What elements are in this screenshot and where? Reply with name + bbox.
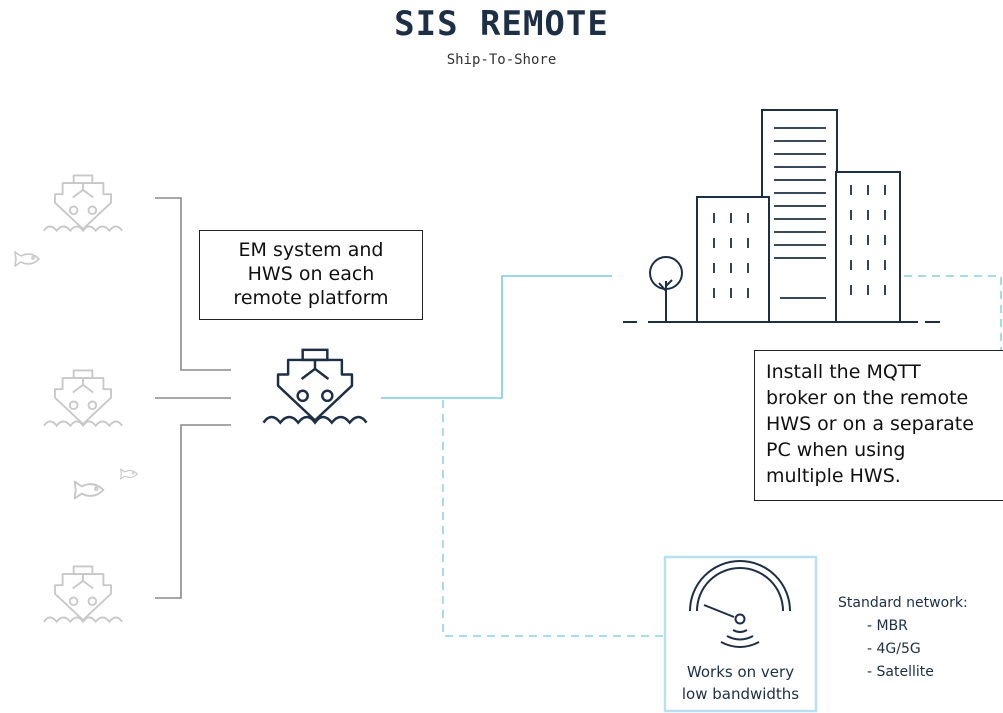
ship-to-shore-link <box>381 275 612 399</box>
bandwidth-panel <box>663 555 818 713</box>
remote-ship-icon <box>42 369 124 427</box>
bandwidth-gauge-icon <box>689 560 791 625</box>
network-dashed-links <box>442 275 1002 637</box>
mqtt-note-line: multiple HWS. <box>766 465 901 487</box>
signal-waves-icon <box>720 629 760 648</box>
em-system-note: EM system and HWS on each remote platfor… <box>199 230 423 320</box>
bandwidth-label-line: low bandwidths <box>681 685 800 703</box>
page-subtitle: Ship-To-Shore <box>446 52 557 68</box>
connector-lines <box>155 197 231 599</box>
mqtt-note-line: Install the MQTT <box>766 361 921 383</box>
remote-ship-icon <box>42 565 124 623</box>
em-note-line: remote platform <box>233 287 389 309</box>
bandwidth-label: Works on very low bandwidths <box>665 661 816 705</box>
fish-icon <box>14 251 40 267</box>
em-note-line: HWS on each <box>247 263 375 285</box>
office-buildings-icon <box>623 109 940 323</box>
network-item: - 4G/5G <box>867 641 921 657</box>
tree-icon <box>649 256 683 322</box>
mqtt-broker-note: Install the MQTT broker on the remote HW… <box>754 350 1003 501</box>
fish-icon <box>120 468 138 480</box>
network-item: - MBR <box>867 618 908 634</box>
network-heading: Standard network: <box>838 595 968 611</box>
mqtt-note-line: HWS or on a separate <box>766 413 974 435</box>
network-item: - Satellite <box>867 664 934 680</box>
bandwidth-label-line: Works on very <box>686 663 795 681</box>
em-note-line: EM system and <box>238 239 384 261</box>
main-ship-icon <box>262 348 368 424</box>
remote-ship-icon <box>42 174 124 232</box>
standard-network-list: Standard network: - MBR - 4G/5G - Satell… <box>838 592 968 684</box>
mqtt-note-line: PC when using <box>766 439 906 461</box>
mqtt-note-line: broker on the remote <box>766 387 969 409</box>
fish-icon <box>73 480 105 500</box>
page-title: SIS REMOTE <box>394 4 609 44</box>
